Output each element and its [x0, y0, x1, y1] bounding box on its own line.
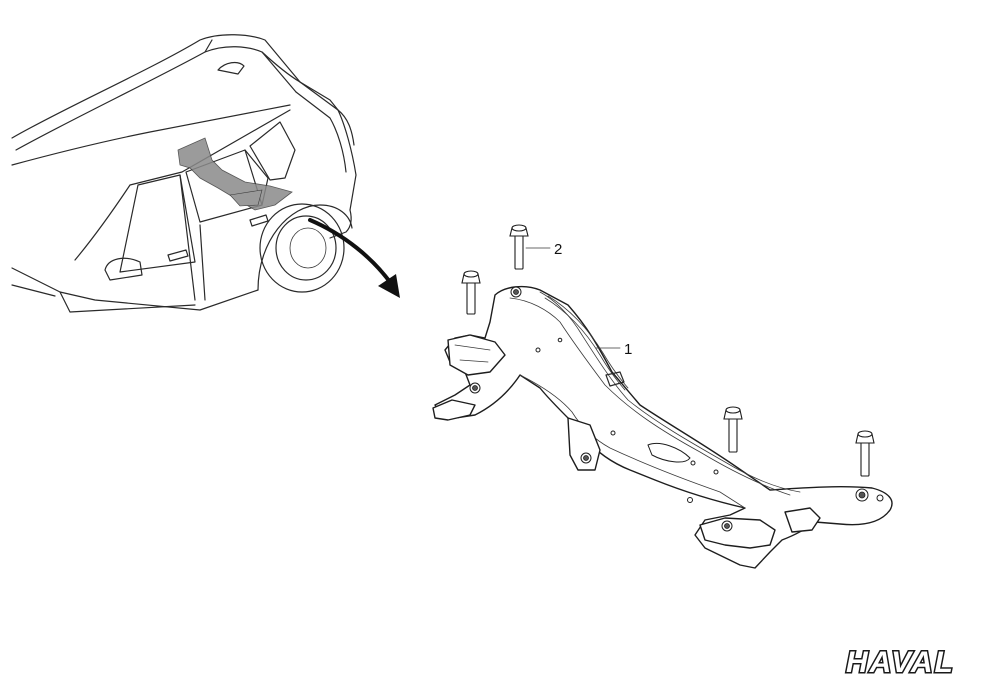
- pointer-arrow: [308, 218, 400, 298]
- vehicle-illustration: [11, 34, 357, 313]
- bolt-right-end: [855, 430, 875, 477]
- highlighted-crossmember-location: [177, 137, 293, 211]
- bolt-2: [509, 224, 529, 270]
- crossmember-frame: [432, 285, 893, 569]
- callout-1-label: 1: [624, 341, 632, 358]
- brand-logo: HAVAL: [845, 645, 955, 681]
- callout-2-label: 2: [554, 241, 562, 258]
- callout-1: 1: [595, 341, 632, 358]
- bolt-left: [461, 270, 481, 315]
- bolt-right-middle: [723, 406, 743, 453]
- logo-text: HAVAL: [846, 646, 955, 679]
- callout-2: 2: [525, 241, 562, 258]
